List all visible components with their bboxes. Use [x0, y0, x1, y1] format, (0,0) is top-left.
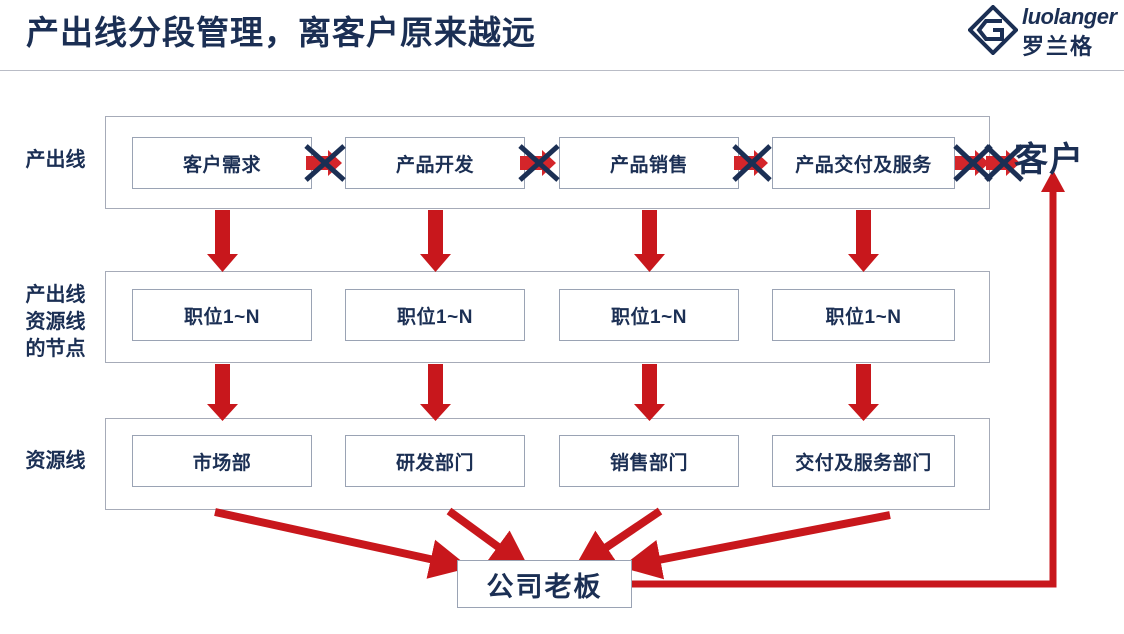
header-divider: [0, 70, 1124, 71]
row-label-resource-nodes: 产出线 资源线 的节点: [8, 282, 103, 363]
brand-logo: luolanger 罗兰格: [968, 2, 1118, 59]
arrow-dept2-to-boss: [573, 507, 663, 570]
flow-arrow-down-row1-to-row2-2: [634, 210, 665, 272]
node-resource-nodes-3[interactable]: 职位1~N: [772, 289, 955, 341]
flow-arrow-down-row2-to-row3-0: [207, 364, 238, 421]
row-label-line-3: 的节点: [25, 338, 86, 360]
luolanger-diamond-logo-icon: [968, 5, 1018, 55]
arrow-dept0-to-boss: [214, 508, 470, 579]
flow-arrow-down-row2-to-row3-2: [634, 364, 665, 421]
customer-label: 客户: [1014, 141, 1084, 179]
row-label-line-1: 产出线: [25, 284, 86, 306]
node-output-line-2[interactable]: 产品销售: [559, 137, 739, 189]
node-resource-line-0[interactable]: 市场部: [132, 435, 312, 487]
flow-arrow-down-row1-to-row2-1: [420, 210, 451, 272]
flow-arrow-down-row2-to-row3-1: [420, 364, 451, 421]
node-output-line-0[interactable]: 客户需求: [132, 137, 312, 189]
node-resource-nodes-0[interactable]: 职位1~N: [132, 289, 312, 341]
row-label-output-line: 产出线: [25, 149, 86, 171]
logo-text-cn: 罗兰格: [1022, 34, 1095, 59]
row-label-line-2: 资源线: [25, 311, 86, 333]
flow-arrow-down-row2-to-row3-3: [848, 364, 879, 421]
node-company-boss[interactable]: 公司老板: [457, 560, 632, 608]
node-resource-line-3[interactable]: 交付及服务部门: [772, 435, 955, 487]
node-resource-nodes-1[interactable]: 职位1~N: [345, 289, 525, 341]
node-output-line-1[interactable]: 产品开发: [345, 137, 525, 189]
node-resource-line-2[interactable]: 销售部门: [559, 435, 739, 487]
flow-arrow-down-row1-to-row2-0: [207, 210, 238, 272]
node-resource-nodes-2[interactable]: 职位1~N: [559, 289, 739, 341]
row-label-resource-line: 资源线: [25, 450, 86, 472]
node-output-line-3[interactable]: 产品交付及服务: [772, 137, 955, 189]
arrow-boss-to-customer: [632, 188, 1057, 588]
page-title: 产出线分段管理，离客户原来越远: [26, 14, 536, 51]
logo-text-en: luolanger: [1022, 4, 1117, 29]
node-resource-line-1[interactable]: 研发部门: [345, 435, 525, 487]
arrow-dept3-to-boss: [621, 511, 891, 580]
flow-arrow-down-row1-to-row2-3: [848, 210, 879, 272]
arrow-dept1-to-boss: [446, 507, 531, 571]
